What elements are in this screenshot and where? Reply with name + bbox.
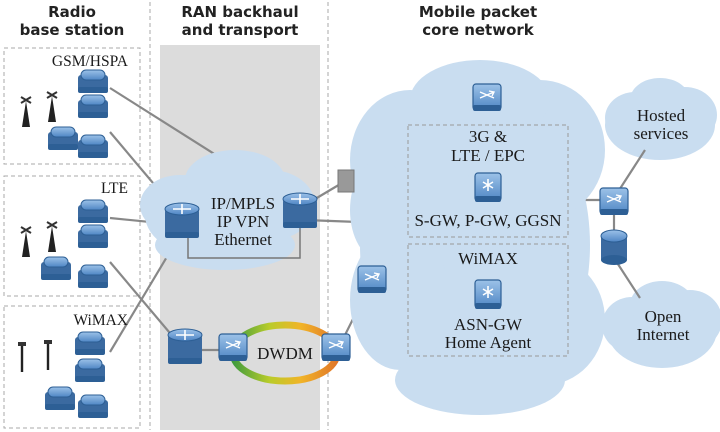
base-station-icon — [77, 224, 109, 249]
dwdm-label: DWDM — [257, 344, 313, 363]
base-station-icon — [77, 94, 109, 119]
epc-label-line2: LTE / EPC — [451, 146, 525, 165]
base-station-icon — [74, 331, 106, 356]
switch-icon — [357, 265, 387, 294]
switch-icon — [321, 333, 351, 362]
base-station-icon — [40, 256, 72, 281]
switch-icon — [472, 83, 502, 112]
switch-icon — [218, 333, 248, 362]
header-core-line2: core network — [422, 21, 535, 39]
router-icon — [282, 192, 318, 229]
base-station-icon — [44, 386, 76, 411]
edge-connector — [337, 169, 355, 193]
epc-label-line1: 3G & — [469, 127, 507, 146]
wimax-label: WiMAX — [74, 312, 129, 329]
header-ran-line1: RAN backhaul — [181, 3, 298, 21]
home-agent-label: Home Agent — [445, 333, 532, 352]
header-radio-line1: Radio — [48, 3, 96, 21]
base-station-icon — [47, 126, 79, 151]
hosted-services-label-line1: Hosted — [637, 106, 686, 125]
epc-box — [407, 124, 569, 238]
core-cloud — [350, 60, 605, 415]
asn-gw-label: ASN-GW — [454, 315, 523, 334]
ethernet-label: Ethernet — [214, 230, 272, 249]
gateway-icon — [474, 279, 502, 310]
gateway-icon — [474, 172, 502, 203]
base-station-icon — [77, 394, 109, 419]
open-internet-label-line2: Internet — [637, 325, 690, 344]
base-station-icon — [77, 69, 109, 94]
header-core-line1: Mobile packet — [419, 3, 537, 21]
ip-mpls-cloud — [140, 150, 315, 270]
header-ran-line2: and transport — [182, 21, 299, 39]
gsm-label: GSM/HSPA — [52, 53, 129, 70]
ip-vpn-label: IP VPN — [217, 212, 269, 231]
switch-icon — [599, 187, 629, 216]
core-router-icon — [600, 229, 628, 265]
header-radio-line2: base station — [20, 21, 125, 39]
epc-label-line3: S-GW, P-GW, GGSN — [414, 211, 561, 230]
wimax-core-box — [407, 243, 569, 357]
ip-mpls-label: IP/MPLS — [211, 194, 275, 213]
base-station-icon — [74, 358, 106, 383]
base-station-icon — [77, 134, 109, 159]
wimax-core-label: WiMAX — [458, 249, 518, 268]
open-internet-cloud — [602, 281, 720, 368]
router-icon — [167, 328, 203, 365]
hosted-services-label-line2: services — [634, 124, 689, 143]
base-station-icon — [77, 264, 109, 289]
hosted-services-cloud — [605, 78, 717, 160]
router-icon — [164, 202, 200, 239]
open-internet-label-line1: Open — [645, 307, 682, 326]
lte-label: LTE — [101, 180, 128, 197]
base-station-icon — [77, 199, 109, 224]
